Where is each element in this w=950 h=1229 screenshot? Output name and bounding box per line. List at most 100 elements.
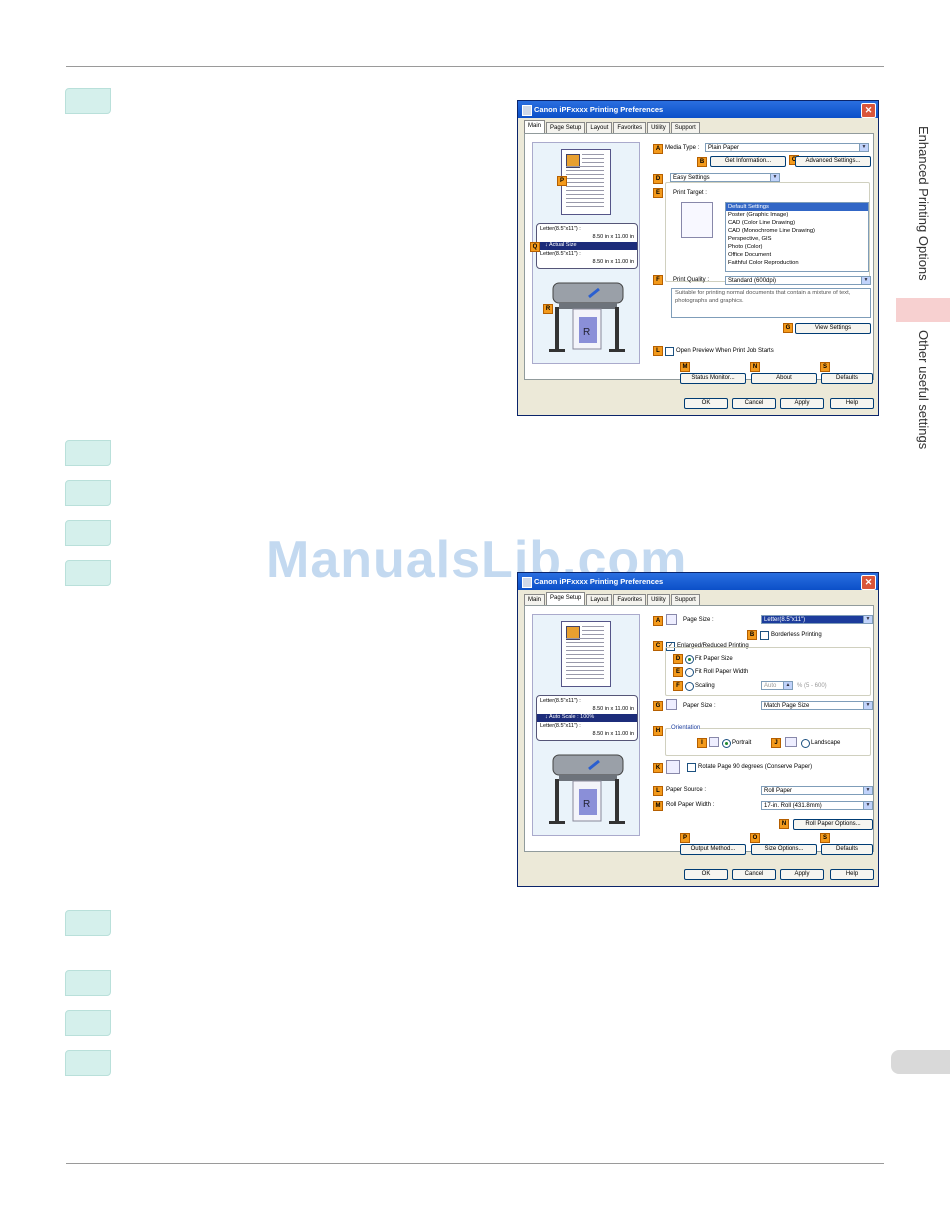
roll-width-select[interactable]: 17-in. Roll (431.8mm)▼: [761, 801, 873, 810]
page-size-select[interactable]: Letter(8.5"x11")▼: [761, 615, 873, 624]
help-button[interactable]: Help: [830, 869, 874, 880]
enlarged-reduced-label: Enlarged/Reduced Printing: [677, 643, 749, 649]
apply-button[interactable]: Apply: [780, 869, 824, 880]
scaling-group: [665, 647, 871, 696]
list-item[interactable]: CAD (Color Line Drawing): [728, 220, 796, 226]
paper-size-select[interactable]: Match Page Size▼: [761, 701, 873, 710]
callout-m: M: [680, 362, 690, 372]
orientation-label: Orientation: [671, 725, 701, 731]
list-item[interactable]: Faithful Color Reproduction: [728, 260, 799, 266]
callout-f: F: [673, 681, 683, 691]
step-marker: [65, 1050, 111, 1076]
ok-button[interactable]: OK: [684, 869, 728, 880]
view-settings-button[interactable]: View Settings: [795, 323, 871, 334]
callout-s: S: [820, 362, 830, 372]
close-icon[interactable]: ✕: [861, 575, 876, 590]
list-item[interactable]: CAD (Monochrome Line Drawing): [728, 228, 815, 234]
printing-preferences-dialog-main: Canon iPFxxxx Printing Preferences ✕ Mai…: [517, 100, 879, 416]
callout-g: G: [783, 323, 793, 333]
defaults-button[interactable]: Defaults: [821, 373, 873, 384]
cancel-button[interactable]: Cancel: [732, 869, 776, 880]
printer-illustration: R: [549, 754, 625, 824]
fit-roll-width-radio[interactable]: [685, 668, 694, 677]
tab-strip: Main Page Setup Layout Favorites Utility…: [524, 592, 701, 605]
step-marker: [65, 560, 111, 586]
tab-utility[interactable]: Utility: [647, 122, 670, 133]
fit-paper-size-label: Fit Paper Size: [695, 656, 733, 662]
tab-main[interactable]: Main: [524, 120, 546, 133]
step-marker: [65, 1010, 111, 1036]
list-item[interactable]: Office Document: [728, 252, 772, 258]
page-preview: [561, 149, 611, 215]
tab-support[interactable]: Support: [670, 594, 700, 605]
document-icon: [681, 202, 713, 238]
output-method-button[interactable]: Output Method...: [680, 844, 746, 855]
easy-settings-select[interactable]: Easy Settings▼: [670, 173, 780, 182]
step-marker: [65, 520, 111, 546]
tab-main[interactable]: Main: [524, 594, 546, 605]
info-original-dimensions: 8.50 in x 11.00 in: [592, 706, 634, 712]
list-item[interactable]: Default Settings: [726, 203, 868, 211]
size-options-button[interactable]: Size Options...: [751, 844, 817, 855]
roll-paper-options-button[interactable]: Roll Paper Options...: [793, 819, 873, 830]
callout-e: E: [653, 188, 663, 198]
advanced-settings-button[interactable]: Advanced Settings...: [795, 156, 871, 167]
enlarged-reduced-checkbox[interactable]: ✓: [666, 642, 675, 651]
about-button[interactable]: About: [751, 373, 817, 384]
status-monitor-button[interactable]: Status Monitor...: [680, 373, 746, 384]
top-rule: [66, 66, 884, 67]
orientation-group: [665, 728, 871, 756]
fit-roll-width-label: Fit Roll Paper Width: [695, 669, 749, 675]
callout-r: R: [543, 304, 553, 314]
tab-page-setup[interactable]: Page Setup: [546, 122, 586, 133]
tab-layout[interactable]: Layout: [586, 594, 613, 605]
defaults-button[interactable]: Defaults: [821, 844, 873, 855]
list-item[interactable]: Perspective, GIS: [728, 236, 772, 242]
media-type-select[interactable]: Plain Paper▼: [705, 143, 869, 152]
scaling-range: % (5 - 600): [797, 683, 827, 689]
scaling-radio[interactable]: [685, 682, 694, 691]
step-marker: [65, 480, 111, 506]
close-icon[interactable]: ✕: [861, 103, 876, 118]
fit-paper-size-radio[interactable]: [685, 655, 694, 664]
tab-favorites[interactable]: Favorites: [613, 122, 647, 133]
print-quality-select[interactable]: Standard (600dpi)▼: [725, 276, 871, 285]
bottom-rule: [66, 1163, 884, 1164]
callout-o: O: [750, 833, 760, 843]
callout-l: L: [653, 786, 663, 796]
landscape-icon: [785, 737, 797, 747]
callout-s: S: [820, 833, 830, 843]
roll-width-label: Roll Paper Width :: [666, 802, 715, 808]
borderless-label: Borderless Printing: [771, 632, 822, 638]
landscape-radio[interactable]: [801, 739, 810, 748]
rotate-page-checkbox[interactable]: [687, 763, 696, 772]
help-button[interactable]: Help: [830, 398, 874, 409]
tab-strip: Main Page Setup Layout Favorites Utility…: [524, 120, 701, 133]
info-original-dimensions: 8.50 in x 11.00 in: [592, 234, 634, 240]
ok-button[interactable]: OK: [684, 398, 728, 409]
tab-utility[interactable]: Utility: [647, 594, 670, 605]
tab-favorites[interactable]: Favorites: [613, 594, 647, 605]
borderless-checkbox[interactable]: [760, 631, 769, 640]
printing-preferences-dialog-page-setup: Canon iPFxxxx Printing Preferences ✕ Mai…: [517, 572, 879, 887]
tab-page-setup[interactable]: Page Setup: [546, 592, 586, 605]
list-item[interactable]: Photo (Color): [728, 244, 763, 250]
list-item[interactable]: Poster (Graphic Image): [728, 212, 789, 218]
print-quality-label: Print Quality :: [673, 277, 710, 283]
open-preview-checkbox[interactable]: [665, 347, 674, 356]
scaling-spinner[interactable]: Auto▲: [761, 681, 793, 690]
callout-d: D: [673, 654, 683, 664]
paper-source-select[interactable]: Roll Paper▼: [761, 786, 873, 795]
callout-h: H: [653, 726, 663, 736]
step-marker: [65, 910, 111, 936]
get-information-button[interactable]: Get Information...: [710, 156, 786, 167]
portrait-radio[interactable]: [722, 739, 731, 748]
print-target-list[interactable]: Default Settings Poster (Graphic Image) …: [725, 202, 869, 272]
apply-button[interactable]: Apply: [780, 398, 824, 409]
paper-size-label: Paper Size :: [683, 703, 716, 709]
tab-layout[interactable]: Layout: [586, 122, 613, 133]
cancel-button[interactable]: Cancel: [732, 398, 776, 409]
tab-support[interactable]: Support: [670, 122, 700, 133]
svg-text:R: R: [583, 799, 590, 810]
callout-i: I: [697, 738, 707, 748]
